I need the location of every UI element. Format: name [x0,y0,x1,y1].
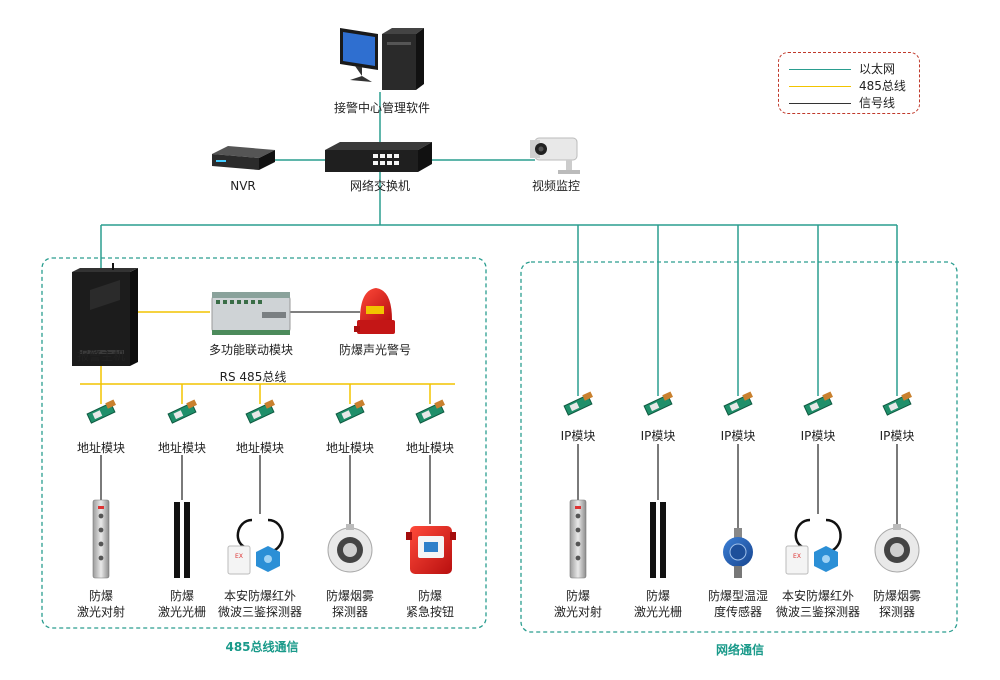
address-module-icons [86,399,445,424]
svg-text:EX: EX [235,553,243,560]
address-module-icon-5 [415,399,445,424]
emergency-button-icon [406,526,456,574]
legend-label-485: 485总线 [859,79,906,93]
address-module-label-1: 地址模块 [76,441,126,455]
device-net-label-3: 防爆型温湿 度传感器 [707,589,769,619]
device-485-label-4: 防爆烟雾 探测器 [325,589,375,619]
legend-item-ethernet: 以太网 [789,61,914,77]
triple-tech-detector-icon: EX [227,518,284,575]
linkage-module-label: 多功能联动模块 [208,343,294,357]
group-485-box [41,257,487,629]
rs485-bus-label: RS 485总线 [219,370,287,384]
computer-icon [340,28,424,90]
svg-text:EX: EX [793,553,801,560]
camera-icon [530,137,580,174]
nvr-label: NVR [230,179,256,193]
ip-module-label-3: IP模块 [720,429,756,443]
legend-label-ethernet: 以太网 [859,62,896,76]
device-485-label-3: 本安防爆红外 微波三鉴探测器 [217,589,303,619]
signal-lines [100,311,898,528]
group-network-box [520,261,958,633]
ip-module-label-5: IP模块 [879,429,915,443]
device-net-label-5: 防爆烟雾 探测器 [872,589,922,619]
laser-grating-icon [174,502,190,578]
linkage-module-icon [211,292,291,335]
laser-beam-detector-icon [92,499,110,579]
ip-module-label-2: IP模块 [640,429,676,443]
device-485-label-2: 防爆 激光光栅 [157,589,207,619]
legend-swatch-signal [789,103,851,104]
ip-module-icon-4 [803,391,833,416]
ip-module-label-1: IP模块 [560,429,596,443]
legend-label-signal: 信号线 [859,96,896,110]
ip-module-icon-1 [563,391,593,416]
ip-module-label-4: IP模块 [800,429,836,443]
laser-grating-icon-2 [650,502,666,578]
device-net-label-4: 本安防爆红外 微波三鉴探测器 [775,589,861,619]
camera-label: 视频监控 [531,179,581,193]
network-switch-icon [325,142,432,172]
ip-module-icon-5 [882,391,912,416]
legend-swatch-485 [789,86,851,87]
address-module-label-5: 地址模块 [405,441,455,455]
address-module-label-3: 地址模块 [235,441,285,455]
ethernet-lines [100,92,898,396]
device-net-label-1: 防爆 激光对射 [553,589,603,619]
explosion-proof-siren-icon [354,288,395,334]
switch-label: 网络交换机 [349,179,411,193]
smoke-detector-icon [327,524,373,573]
group-network-title: 网络通信 [715,643,765,657]
legend-swatch-ethernet [789,69,851,70]
software-label: 接警中心管理软件 [333,101,431,115]
device-net-label-2: 防爆 激光光栅 [633,589,683,619]
legend: 以太网 485总线 信号线 [778,52,920,114]
group-485-title: 485总线通信 [225,640,299,654]
triple-tech-detector-icon-2: EX [785,518,842,575]
alarm-host-label: 报警主机 [76,349,126,363]
rs485-lines [80,311,455,404]
legend-item-signal: 信号线 [789,95,914,111]
address-module-label-4: 地址模块 [325,441,375,455]
ip-module-icon-2 [643,391,673,416]
legend-item-485: 485总线 [789,78,914,94]
temp-humidity-sensor-icon [723,528,753,578]
address-module-icon-4 [335,399,365,424]
address-module-icon-1 [86,399,116,424]
alarm-host-icon [72,263,138,366]
laser-beam-detector-icon-2 [569,499,587,579]
nvr-icon [212,146,275,170]
address-module-icon-3 [245,399,275,424]
device-485-label-5: 防爆 紧急按钮 [405,589,455,619]
address-module-icon-2 [167,399,197,424]
siren-label: 防爆声光警号 [338,343,412,357]
address-module-label-2: 地址模块 [157,441,207,455]
device-485-label-1: 防爆 激光对射 [76,589,126,619]
ip-module-icon-3 [723,391,753,416]
smoke-detector-icon-2 [874,524,920,573]
ip-module-icons [563,391,912,416]
